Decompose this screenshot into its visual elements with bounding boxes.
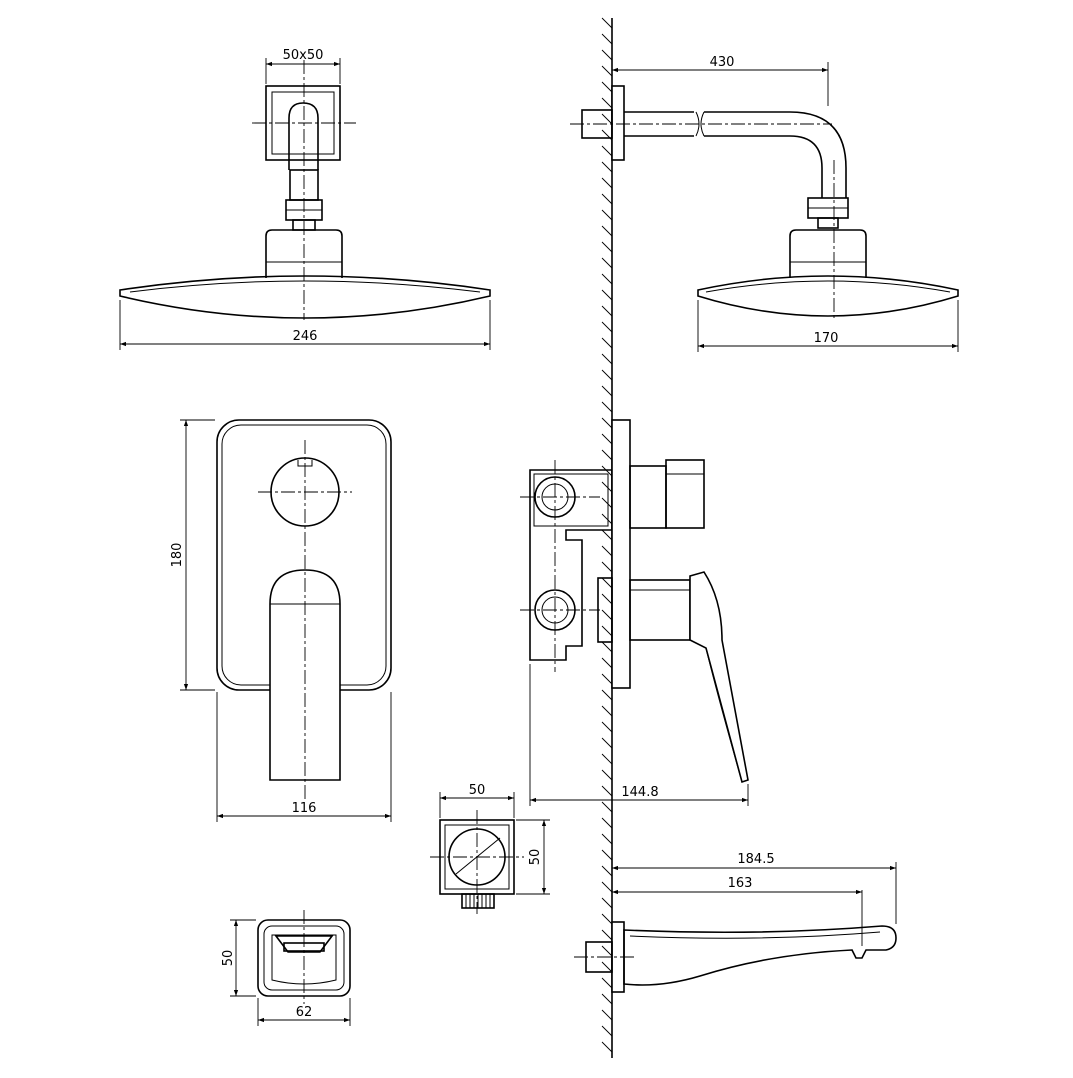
hatch-line — [601, 481, 613, 493]
shower-head-side-view: 430 170 — [570, 55, 959, 352]
hatch-line — [601, 577, 613, 589]
hatch-line — [601, 65, 613, 77]
wall-hatching — [601, 17, 613, 1053]
hatch-line — [601, 161, 613, 173]
hatch-line — [601, 177, 613, 189]
hatch-line — [601, 449, 613, 461]
dim-head-side-width: 170 — [814, 331, 839, 346]
hatch-line — [601, 353, 613, 365]
hatch-line — [601, 113, 613, 125]
hatch-line — [601, 721, 613, 733]
dim-head-front-width: 246 — [293, 329, 318, 344]
hatch-line — [601, 769, 613, 781]
wall-outlet-front-view: 50 50 — [430, 783, 550, 914]
hatch-line — [601, 289, 613, 301]
hatch-line — [601, 209, 613, 221]
hatch-line — [601, 241, 613, 253]
hatch-line — [601, 1041, 613, 1053]
hatch-line — [601, 913, 613, 925]
hatch-line — [601, 753, 613, 765]
shower-head-front-view: 50x50 246 — [119, 48, 491, 350]
hatch-line — [601, 705, 613, 717]
hatch-line — [601, 945, 613, 957]
dim-arm-base: 50x50 — [283, 48, 324, 63]
hatch-line — [601, 785, 613, 797]
dim-spout-length: 163 — [728, 876, 753, 891]
hatch-line — [601, 993, 613, 1005]
dim-mixer-width: 116 — [292, 801, 317, 816]
hatch-line — [601, 897, 613, 909]
hatch-line — [601, 625, 613, 637]
hatch-line — [601, 817, 613, 829]
mixer-side-view: 144.8 — [520, 419, 749, 806]
hatch-line — [601, 401, 613, 413]
spout-front-view: 50 62 — [221, 910, 351, 1026]
hatch-line — [601, 497, 613, 509]
dim-mixer-depth: 144.8 — [621, 785, 658, 800]
hatch-line — [601, 257, 613, 269]
dim-outlet-height: 50 — [528, 849, 543, 866]
dim-spout-front-height: 50 — [221, 950, 236, 967]
hatch-line — [601, 689, 613, 701]
spout-side-view: 184.5 163 — [574, 852, 897, 993]
hatch-line — [601, 929, 613, 941]
hatch-line — [601, 673, 613, 685]
wall — [601, 17, 613, 1058]
hatch-line — [601, 145, 613, 157]
hatch-line — [601, 97, 613, 109]
hatch-line — [601, 305, 613, 317]
hatch-line — [601, 641, 613, 653]
hatch-line — [601, 1025, 613, 1037]
hatch-line — [601, 529, 613, 541]
hatch-line — [601, 465, 613, 477]
hatch-line — [601, 385, 613, 397]
hatch-line — [601, 609, 613, 621]
hatch-line — [601, 833, 613, 845]
hatch-line — [601, 225, 613, 237]
hatch-line — [601, 17, 613, 29]
hatch-line — [601, 193, 613, 205]
hatch-line — [601, 801, 613, 813]
hatch-line — [601, 33, 613, 45]
hatch-line — [601, 849, 613, 861]
hatch-line — [601, 417, 613, 429]
hatch-line — [601, 961, 613, 973]
hatch-line — [601, 49, 613, 61]
mixer-front-view: 180 116 — [170, 419, 392, 822]
hatch-line — [601, 81, 613, 93]
dim-spout-front-width: 62 — [296, 1005, 313, 1020]
hatch-line — [601, 513, 613, 525]
hatch-line — [601, 977, 613, 989]
hatch-line — [601, 737, 613, 749]
dim-outlet-width: 50 — [469, 783, 486, 798]
hatch-line — [601, 369, 613, 381]
hatch-line — [601, 1009, 613, 1021]
hatch-line — [601, 561, 613, 573]
hatch-line — [601, 865, 613, 877]
hatch-line — [601, 881, 613, 893]
hatch-line — [601, 593, 613, 605]
hatch-line — [601, 273, 613, 285]
hatch-line — [601, 433, 613, 445]
hatch-line — [601, 545, 613, 557]
hatch-line — [601, 321, 613, 333]
hatch-line — [601, 657, 613, 669]
hatch-line — [601, 337, 613, 349]
dim-arm-length: 430 — [710, 55, 735, 70]
dim-mixer-height: 180 — [170, 543, 185, 568]
dim-spout-length-total: 184.5 — [737, 852, 774, 867]
